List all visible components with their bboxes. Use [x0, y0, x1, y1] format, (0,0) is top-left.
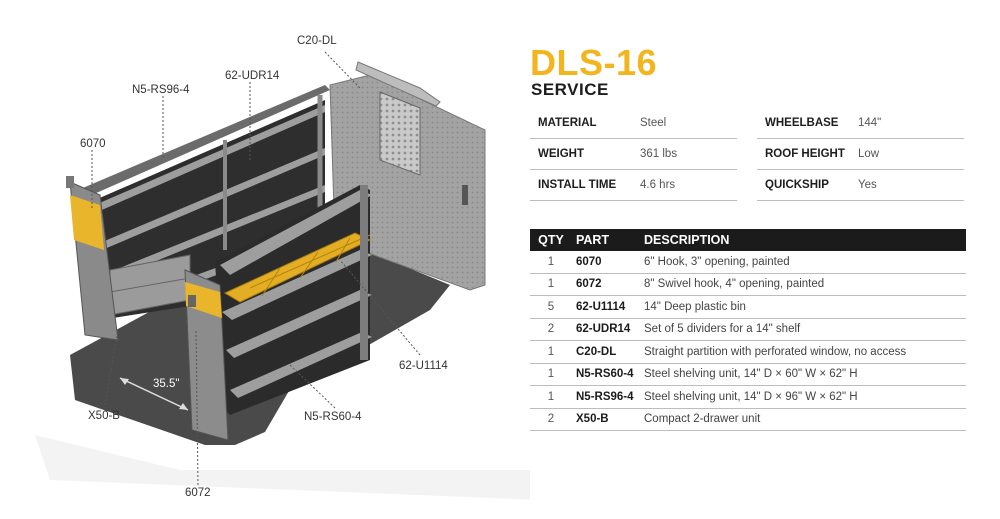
spec-row: INSTALL TIME 4.6 hrs — [530, 170, 737, 201]
table-row: 1 6070 6" Hook, 3" opening, painted — [530, 251, 966, 274]
cell-description: Compact 2-drawer unit — [644, 408, 966, 431]
spec-row: QUICKSHIP Yes — [757, 170, 964, 201]
floor-shadow — [35, 435, 530, 500]
partition-handle — [462, 185, 468, 205]
cell-qty: 1 — [530, 273, 572, 296]
spec-label: ROOF HEIGHT — [765, 148, 845, 160]
cell-qty: 1 — [530, 251, 572, 274]
cell-description: Straight partition with perforated windo… — [644, 340, 966, 364]
spec-value: Yes — [858, 179, 877, 191]
cell-description: 6" Hook, 3" opening, painted — [644, 251, 966, 274]
cell-qty: 5 — [530, 295, 572, 319]
spec-table-right: WHEELBASE 144" ROOF HEIGHT Low QUICKSHIP… — [757, 108, 964, 201]
cell-qty: 2 — [530, 318, 572, 341]
cell-description: Set of 5 dividers for a 14" shelf — [644, 318, 966, 341]
cell-part: N5-RS96-4 — [572, 385, 644, 409]
spec-row: MATERIAL Steel — [530, 108, 737, 139]
spec-row: WHEELBASE 144" — [757, 108, 964, 139]
shelving-unit-rs96 — [78, 85, 330, 320]
header-qty: QTY — [530, 229, 572, 251]
leader-x50b — [104, 329, 119, 406]
cell-description: 8" Swivel hook, 4" opening, painted — [644, 273, 966, 296]
callout-udr14: 62-UDR14 — [225, 70, 280, 82]
cell-part: 6070 — [572, 251, 644, 274]
spec-label: MATERIAL — [538, 117, 597, 129]
van-shelving-illustration — [35, 51, 530, 500]
cell-part: 62-UDR14 — [572, 318, 644, 341]
cell-part: C20-DL — [572, 340, 644, 364]
spec-row: WEIGHT 361 lbs — [530, 139, 737, 170]
end-panel-front-accent — [185, 282, 222, 318]
table-row: 2 X50-B Compact 2-drawer unit — [530, 408, 966, 431]
parts-table: QTY PART DESCRIPTION 1 6070 6" Hook, 3" … — [530, 229, 966, 431]
spec-value: Low — [858, 148, 880, 160]
table-row: 1 6072 8" Swivel hook, 4" opening, paint… — [530, 273, 966, 296]
cell-part: X50-B — [572, 408, 644, 431]
dimension-arrow — [119, 377, 189, 411]
callout-u1114: 62-U1114 — [399, 360, 448, 372]
hook-6070 — [66, 176, 74, 188]
table-row: 2 62-UDR14 Set of 5 dividers for a 14" s… — [530, 318, 966, 341]
callout-6072: 6072 — [185, 487, 211, 499]
leader-c20dl — [324, 51, 361, 89]
spec-value: 4.6 hrs — [640, 179, 676, 191]
hook-6072 — [188, 295, 196, 307]
cell-qty: 2 — [530, 408, 572, 431]
cell-description: Steel shelving unit, 14" D × 60" W × 62"… — [644, 363, 966, 386]
callout-6070: 6070 — [80, 138, 106, 150]
table-row: 1 C20-DL Straight partition with perfora… — [530, 340, 966, 364]
callout-c20dl: C20-DL — [297, 35, 337, 47]
end-panel-left-accent — [70, 195, 104, 250]
spec-label: INSTALL TIME — [538, 179, 617, 191]
cell-description: Steel shelving unit, 14" D × 96" W × 62"… — [644, 385, 966, 409]
dimension-label: 35.5" — [153, 378, 180, 390]
callout-rs96: N5-RS96-4 — [132, 84, 190, 96]
cell-qty: 1 — [530, 340, 572, 364]
spec-value: 144" — [858, 117, 882, 129]
spec-value: Steel — [640, 117, 667, 129]
cell-part: 62-U1114 — [572, 295, 644, 319]
cell-description: 14" Deep plastic bin — [644, 295, 966, 319]
header-part: PART — [572, 229, 644, 251]
cell-part: 6072 — [572, 273, 644, 296]
model-title: DLS-16 — [530, 42, 658, 83]
spec-row: ROOF HEIGHT Low — [757, 139, 964, 170]
header-description: DESCRIPTION — [644, 229, 966, 251]
spec-table-left: MATERIAL Steel WEIGHT 361 lbs INSTALL TI… — [530, 108, 737, 201]
cell-qty: 1 — [530, 385, 572, 409]
model-category: SERVICE — [531, 80, 609, 99]
callout-rs60: N5-RS60-4 — [304, 411, 362, 423]
spec-label: WEIGHT — [538, 148, 584, 160]
shelving-unit-rs60 — [215, 185, 372, 415]
leader-6072 — [195, 329, 199, 486]
cell-part: N5-RS60-4 — [572, 363, 644, 386]
table-row: 5 62-U1114 14" Deep plastic bin — [530, 295, 966, 319]
spec-label: QUICKSHIP — [765, 179, 829, 191]
leader-u1114 — [339, 259, 421, 356]
partition-top-rail — [355, 61, 441, 107]
partition-window — [379, 91, 421, 176]
table-row: 1 N5-RS60-4 Steel shelving unit, 14" D ×… — [530, 363, 966, 386]
parts-table-header: QTY PART DESCRIPTION — [530, 229, 966, 251]
table-row: 1 N5-RS96-4 Steel shelving unit, 14" D ×… — [530, 385, 966, 409]
callout-x50b: X50-B — [88, 410, 120, 422]
spec-value: 361 lbs — [640, 148, 678, 160]
cell-qty: 1 — [530, 363, 572, 386]
spec-label: WHEELBASE — [765, 117, 839, 129]
